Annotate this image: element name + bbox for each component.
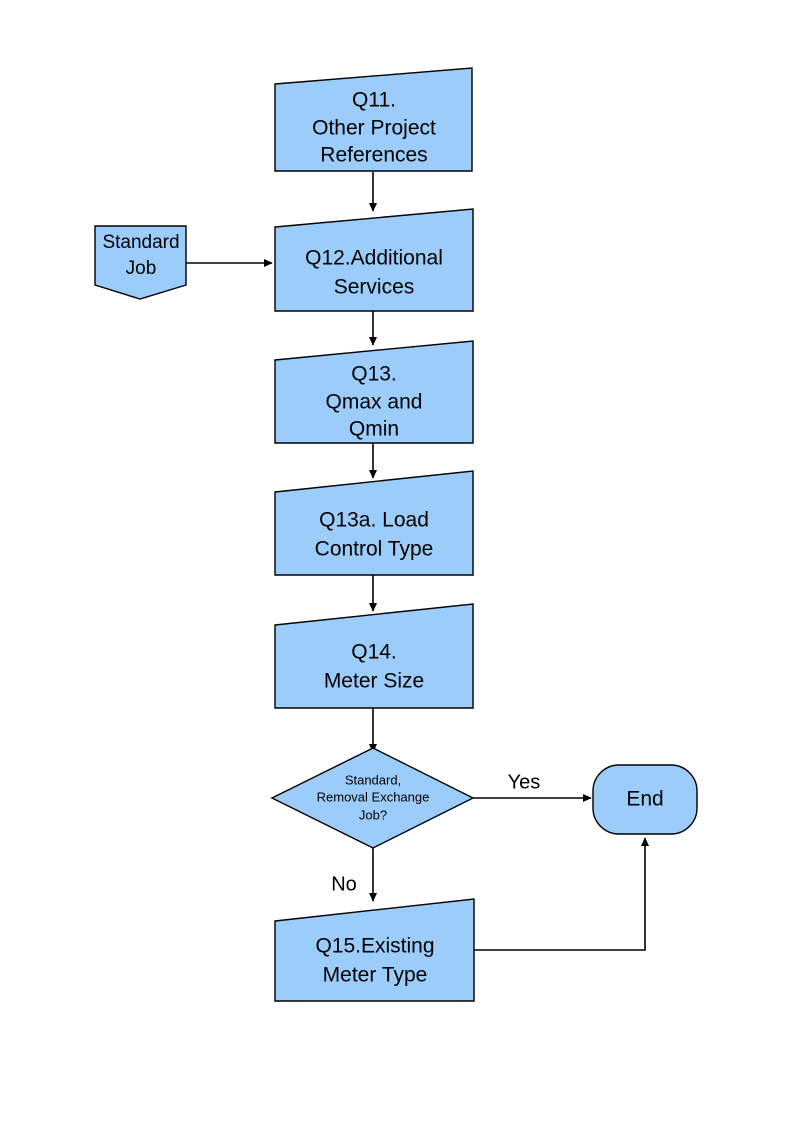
node-q15[interactable]: Q15.Existing Meter Type xyxy=(274,898,475,1002)
node-q13a[interactable]: Q13a. Load Control Type xyxy=(274,470,474,576)
q12-shape xyxy=(274,208,474,312)
q11-label-line1: Q11. xyxy=(352,89,396,112)
q14-label-line2: Meter Size xyxy=(324,670,424,693)
decision-label-line2: Removal Exchange xyxy=(317,789,430,804)
q15-shape xyxy=(274,898,475,1002)
edge-q15-to-end xyxy=(474,837,650,951)
q14-label-line1: Q14. xyxy=(351,641,397,664)
q11-label-line3: References xyxy=(320,144,427,167)
edge-label-yes: Yes xyxy=(508,771,541,793)
standard-job-label-line2: Job xyxy=(126,258,157,279)
decision-shape xyxy=(270,747,475,849)
node-q12[interactable]: Q12.Additional Services xyxy=(274,208,474,312)
q13a-shape xyxy=(274,470,474,576)
end-shape xyxy=(592,764,698,835)
node-decision[interactable]: Standard, Removal Exchange Job? xyxy=(270,747,475,849)
standard-job-shape xyxy=(94,225,187,300)
node-standard-job[interactable]: Standard Job xyxy=(94,225,187,300)
node-q11[interactable]: Q11. Other Project References xyxy=(274,67,473,172)
decision-label-line1: Standard, xyxy=(345,772,401,787)
edges-layer xyxy=(186,172,650,951)
q14-shape xyxy=(274,603,474,709)
q13a-label-line1: Q13a. Load xyxy=(319,509,429,532)
q12-label-line1: Q12.Additional xyxy=(305,247,443,270)
q13-label-line1: Q13. xyxy=(351,363,397,386)
q13-label-line2: Qmax and xyxy=(326,391,423,414)
edge-labels-layer: Yes No xyxy=(331,771,540,895)
q13-shape xyxy=(274,340,474,444)
q12-label-line2: Services xyxy=(334,276,415,299)
q15-label-line1: Q15.Existing xyxy=(315,935,434,958)
edge-label-no: No xyxy=(331,873,357,895)
decision-label-line3: Job? xyxy=(359,807,387,822)
standard-job-label-line1: Standard xyxy=(102,232,179,253)
q11-shape xyxy=(274,67,473,172)
q15-label-line2: Meter Type xyxy=(323,964,428,987)
q13-label-line3: Qmin xyxy=(349,418,399,441)
q11-label-line2: Other Project xyxy=(312,117,436,140)
node-end[interactable]: End xyxy=(592,764,698,835)
node-q14[interactable]: Q14. Meter Size xyxy=(274,603,474,709)
end-label: End xyxy=(626,788,663,811)
q13a-label-line2: Control Type xyxy=(315,538,434,561)
node-q13[interactable]: Q13. Qmax and Qmin xyxy=(274,340,474,444)
